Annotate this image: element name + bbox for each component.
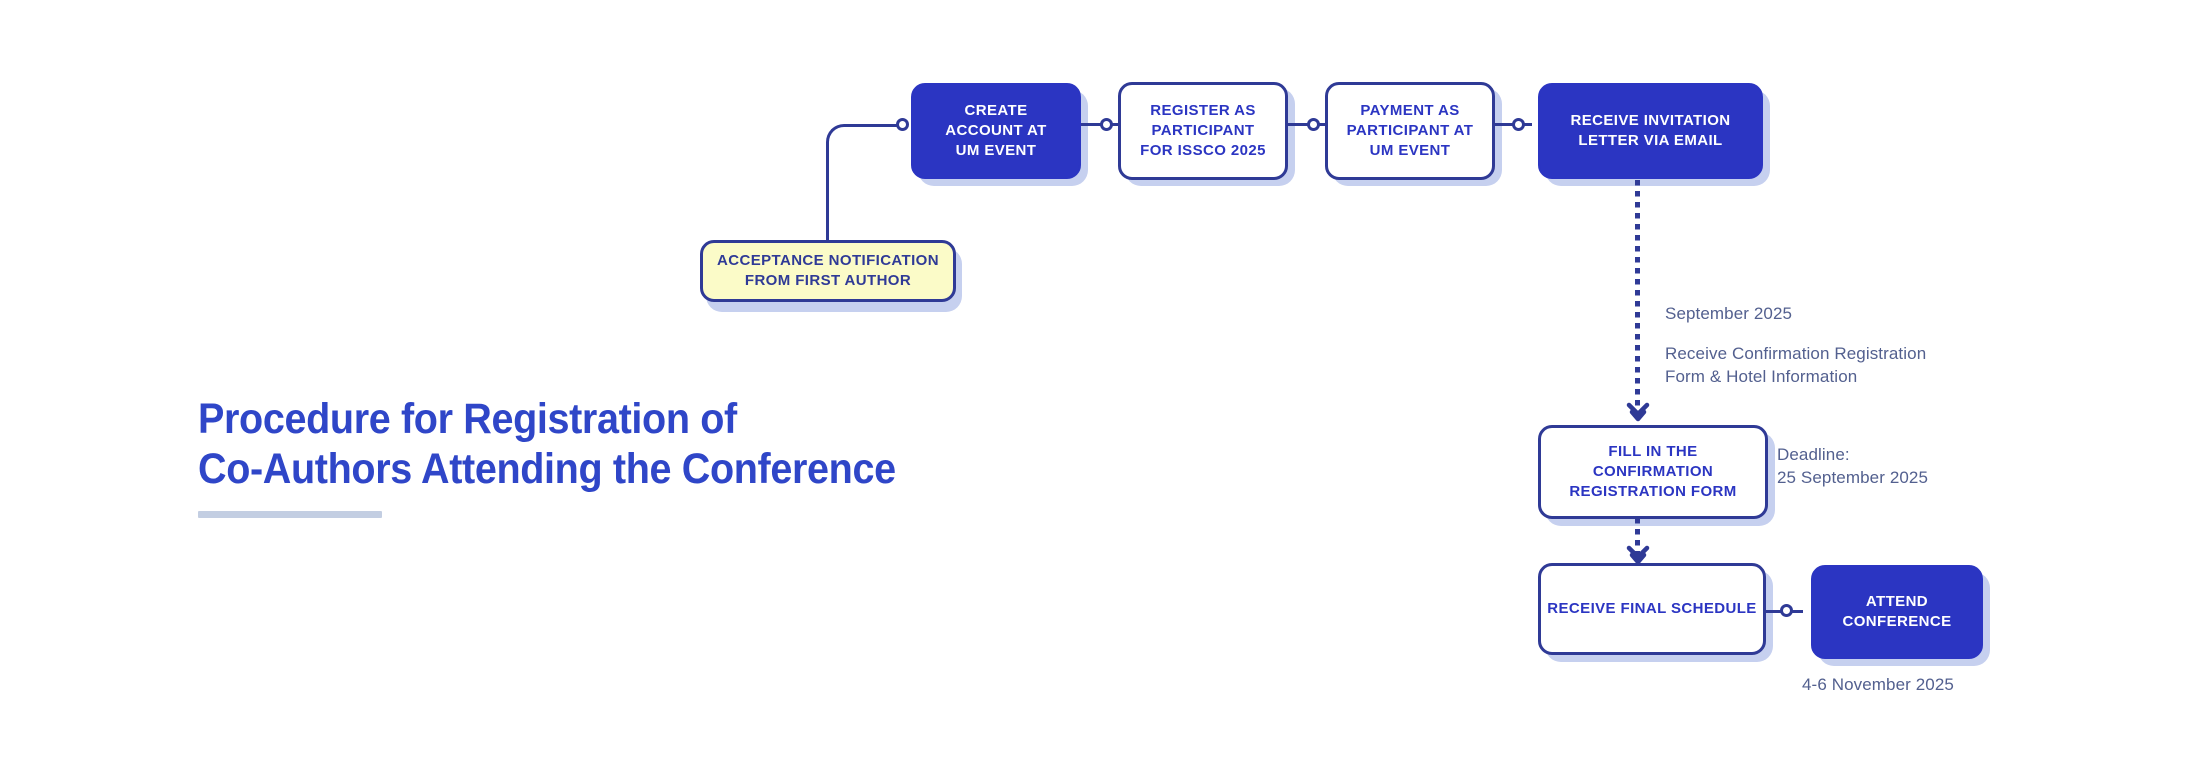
connector-node-register-in <box>1100 118 1113 131</box>
flow-node-receive-invitation-letter[interactable]: RECEIVE INVITATION LETTER VIA EMAIL <box>1538 83 1763 179</box>
connector-node-invitation-in <box>1512 118 1525 131</box>
connector-payment-to-invitation <box>1490 123 1532 126</box>
page-title-line-1: Procedure for Registration of <box>198 395 737 443</box>
flow-node-receive-invitation-letter-label: RECEIVE INVITATION LETTER VIA EMAIL <box>1570 112 1731 149</box>
flow-node-receive-final-schedule[interactable]: RECEIVE FINAL SCHEDULE <box>1538 563 1766 655</box>
connector-node-attend-in <box>1780 604 1793 617</box>
flow-node-payment-participant-label: PAYMENT AS PARTICIPANT AT UM EVENT <box>1346 102 1474 159</box>
flow-node-attend-conference-label: ATTEND CONFERENCE <box>1842 593 1952 630</box>
arrow-down-icon-to-final-schedule <box>1626 545 1650 567</box>
flow-node-acceptance-notification-label: ACCEPTANCE NOTIFICATION FROM FIRST AUTHO… <box>717 252 939 289</box>
connector-dotted-invitation-to-fill-form <box>1635 180 1640 408</box>
connector-node-payment-in <box>1307 118 1320 131</box>
annotation-conference-date: 4-6 November 2025 <box>1802 675 1954 694</box>
annotation-deadline-note: Deadline: 25 September 2025 <box>1777 445 1929 488</box>
arrow-down-icon-to-fill-form <box>1626 402 1650 424</box>
connector-vertical-acceptance-stub <box>826 180 829 240</box>
flow-node-payment-participant[interactable]: PAYMENT AS PARTICIPANT AT UM EVENT <box>1325 82 1495 180</box>
annotation-september-date: September 2025 <box>1665 304 1793 323</box>
title-underline-rule <box>198 510 382 518</box>
connector-elbow-acceptance-to-create-account <box>826 124 907 239</box>
flow-node-receive-final-schedule-label: RECEIVE FINAL SCHEDULE <box>1547 600 1757 618</box>
flow-node-fill-confirmation-form-label: FILL IN THE CONFIRMATION REGISTRATION FO… <box>1569 443 1737 500</box>
page-title-line-2: Co-Authors Attending the Conference <box>198 444 896 493</box>
flow-node-create-account[interactable]: CREATE ACCOUNT AT UM EVENT <box>911 83 1081 179</box>
flow-node-register-participant-label: REGISTER AS PARTICIPANT FOR ISSCO 2025 <box>1140 102 1266 159</box>
annotation-confirmation-note: Receive Confirmation Registration Form &… <box>1665 344 1927 387</box>
flow-node-register-participant[interactable]: REGISTER AS PARTICIPANT FOR ISSCO 2025 <box>1118 82 1288 180</box>
flow-node-fill-confirmation-form[interactable]: FILL IN THE CONFIRMATION REGISTRATION FO… <box>1538 425 1768 519</box>
flow-node-create-account-label: CREATE ACCOUNT AT UM EVENT <box>945 102 1047 159</box>
flow-node-attend-conference[interactable]: ATTEND CONFERENCE <box>1811 565 1983 659</box>
connector-dotted-fill-form-to-final-schedule <box>1635 518 1640 562</box>
flow-node-acceptance-notification[interactable]: ACCEPTANCE NOTIFICATION FROM FIRST AUTHO… <box>700 240 956 302</box>
connector-node-create-account-in <box>896 118 909 131</box>
page-title: Procedure for Registration of Co-Authors… <box>198 395 956 518</box>
